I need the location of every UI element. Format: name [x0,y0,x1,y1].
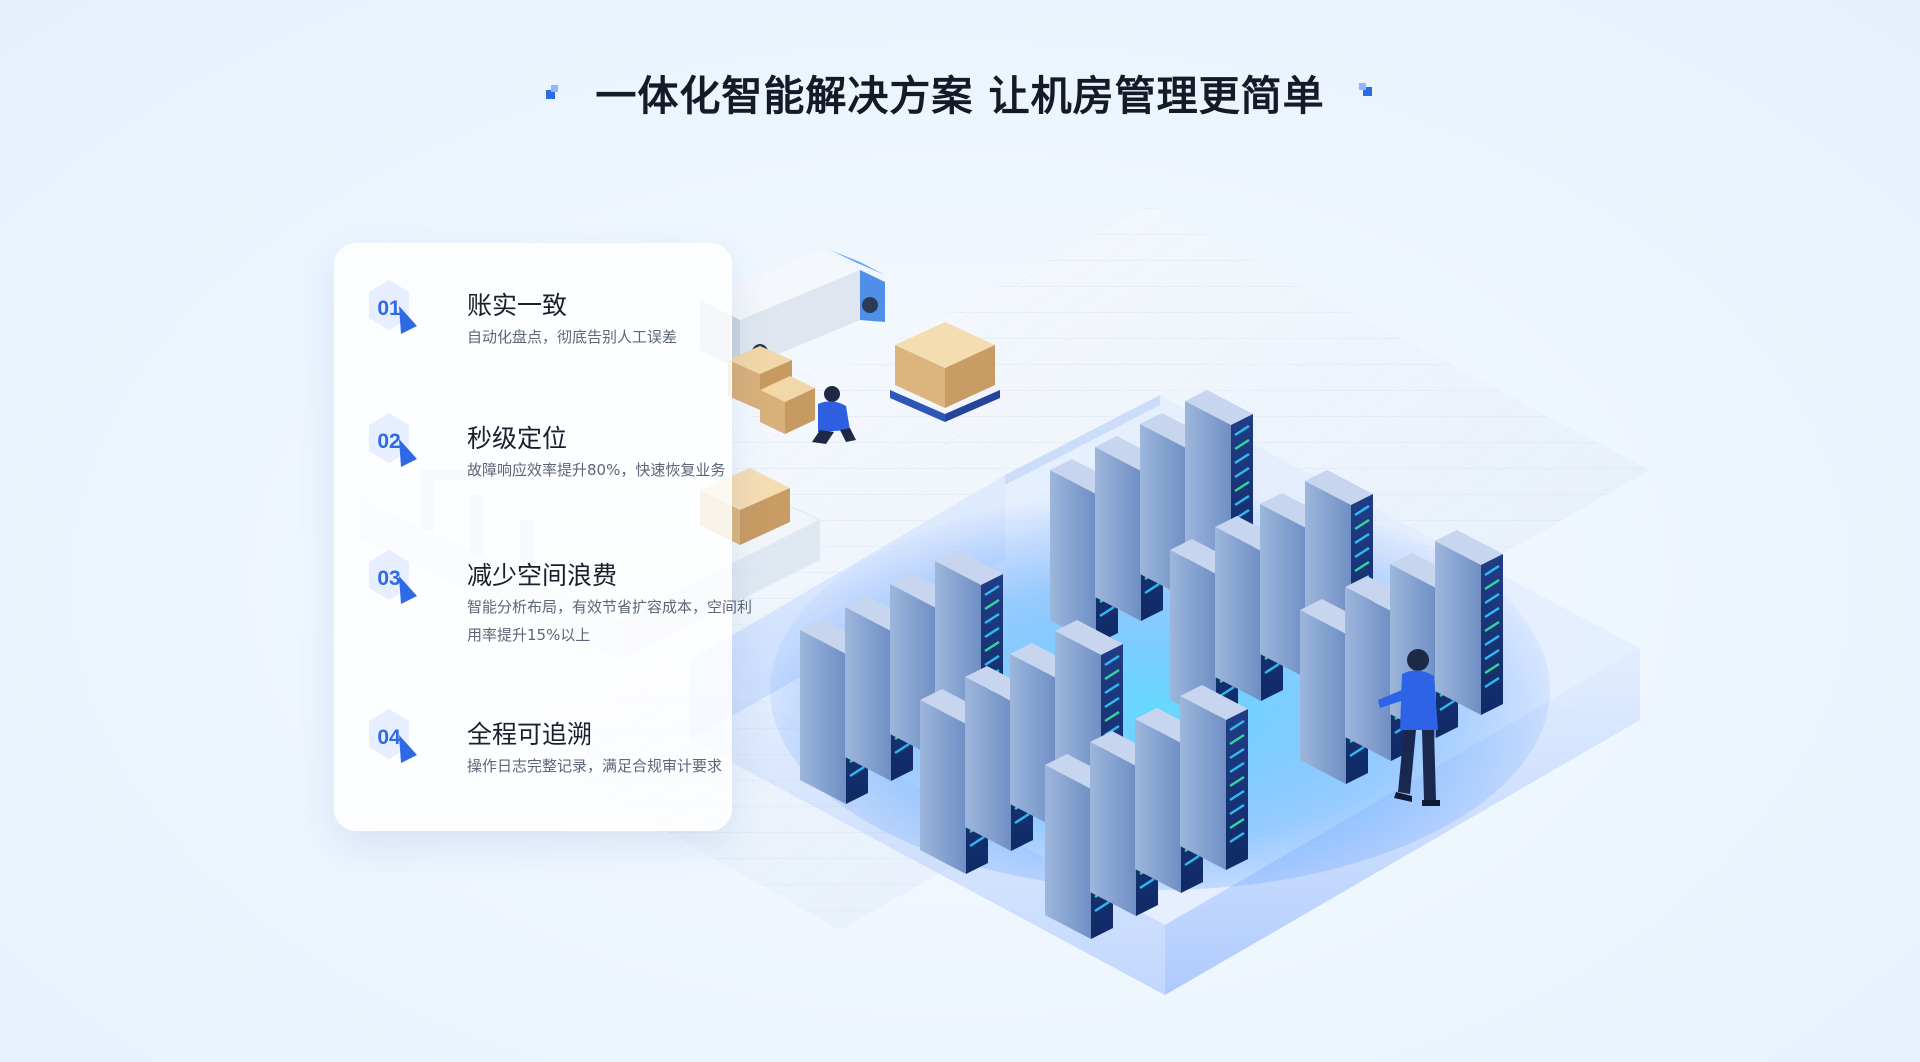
feature-description: 自动化盘点，彻底告别人工误差 [467,328,678,346]
feature-card: 01 账实一致 自动化盘点，彻底告别人工误差 02 秒级定位 故障响应效率提升8… [334,243,752,831]
feature-number: 03 [377,567,401,590]
technician-figure-icon [1378,649,1440,806]
number-badge-icon: 03 [365,548,421,612]
pallet-boxes [890,322,1000,422]
title-bar: 一体化智能解决方案 让机房管理更简单 [0,62,1920,122]
feature-title: 秒级定位 [467,424,568,453]
page-title: 一体化智能解决方案 让机房管理更简单 [595,72,1325,120]
feature-number: 01 [377,297,401,320]
server-rack-icon [1435,530,1503,715]
number-badge-icon: 04 [365,707,421,771]
number-badge-icon: 01 [365,278,421,342]
feature-description: 操作日志完整记录，满足合规审计要求 [467,757,723,775]
feature-title: 全程可追溯 [467,720,593,749]
number-badge-icon: 02 [365,411,421,475]
title-decoration-left-icon [543,83,561,101]
server-rack-icon [1180,685,1248,870]
feature-title: 减少空间浪费 [467,561,618,590]
worker-figure-icon [812,386,856,444]
feature-title: 账实一致 [467,291,568,320]
feature-description: 故障响应效率提升80%，快速恢复业务 [467,461,726,479]
title-decoration-right-icon [1358,83,1377,101]
feature-number: 04 [377,726,401,749]
cardboard-box-icon [728,346,815,434]
feature-number: 02 [377,430,401,453]
server-racks [800,390,1503,939]
feature-description: 智能分析布局，有效节省扩容成本，空间利用率提升15%以上 [467,598,753,644]
